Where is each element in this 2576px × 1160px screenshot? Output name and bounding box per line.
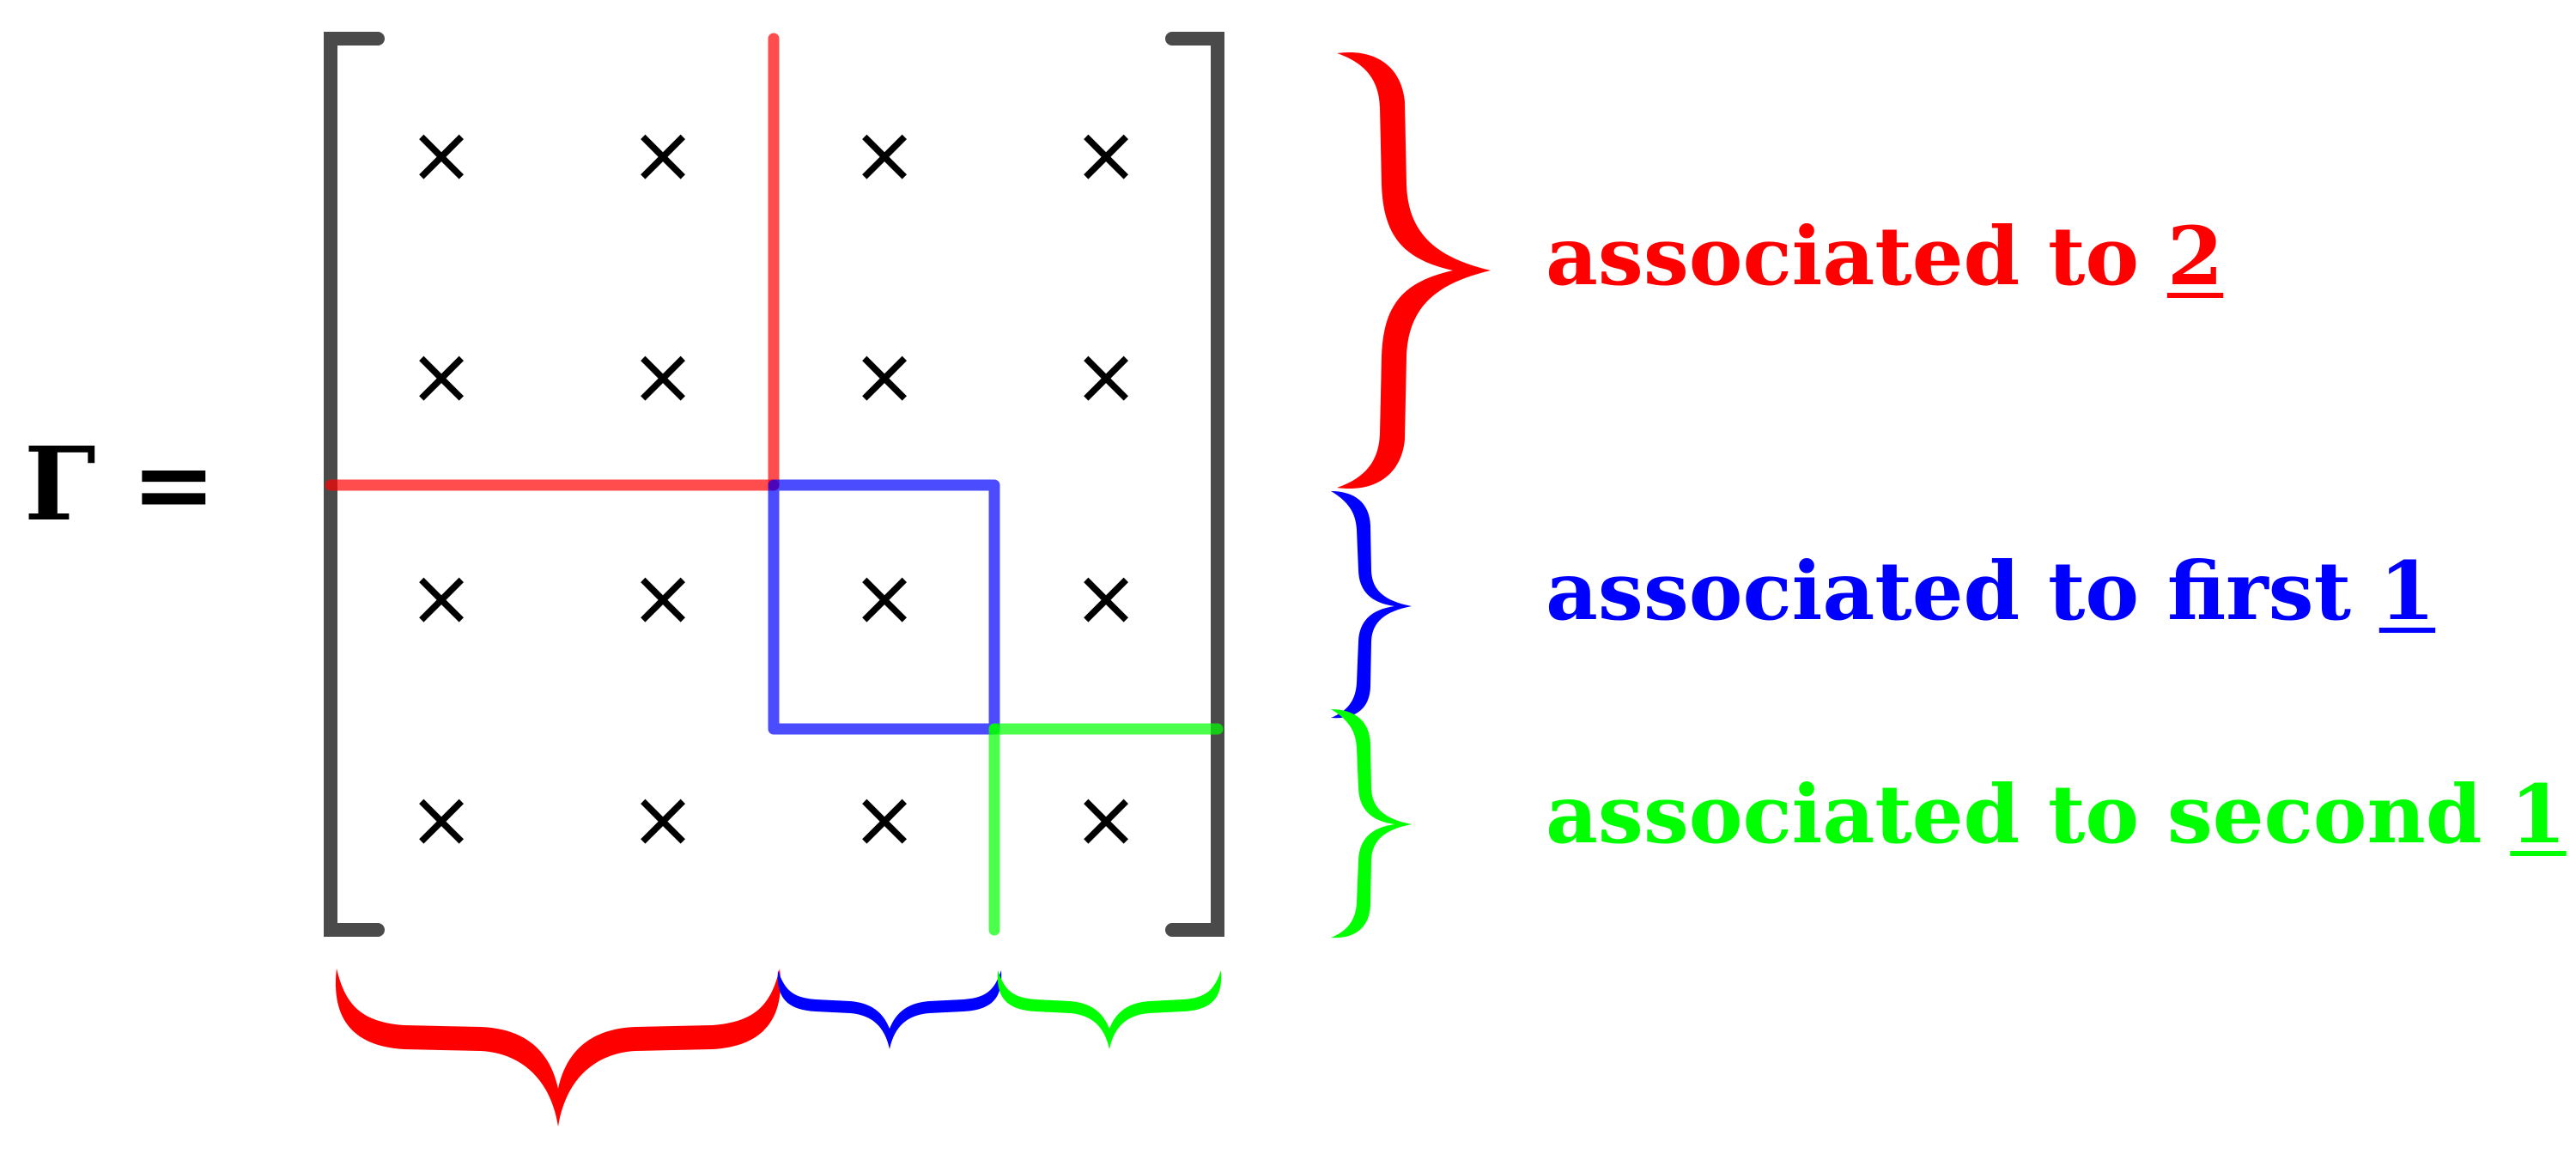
matrix-entry: ×: [629, 774, 696, 865]
matrix-entry: ×: [1072, 331, 1139, 422]
equals-sign: =: [131, 424, 216, 544]
matrix-entry: ×: [629, 109, 696, 201]
matrix-entry: ×: [408, 774, 474, 865]
matrix-entry: ×: [629, 552, 696, 644]
matrix-entry: ×: [1072, 109, 1139, 201]
brace-bottom-blue: [777, 970, 1002, 1049]
matrix-entry: ×: [1072, 774, 1139, 865]
matrix-entry: ×: [408, 552, 474, 644]
matrix-entry: ×: [851, 109, 917, 201]
block-green-boundary: [988, 723, 1224, 936]
annotation-two: associated to 2: [1546, 216, 2223, 297]
matrix-entry: ×: [851, 774, 917, 865]
matrix-entry: ×: [1072, 552, 1139, 644]
annotation-second-one-prefix: associated to second: [1546, 768, 2511, 862]
brace-right-green: [1331, 709, 1412, 938]
annotation-second-one-rep: 1: [2510, 768, 2567, 862]
matrix-entry: ×: [629, 331, 696, 422]
equation-lhs: Γ =: [24, 434, 216, 535]
matrix-bracket-right: [1165, 32, 1224, 937]
annotation-first-one-prefix: associated to first: [1546, 544, 2379, 639]
brace-right-red: [1337, 52, 1491, 489]
annotation-first-one: associated to first 1: [1546, 551, 2435, 632]
brace-bottom-green: [997, 970, 1222, 1049]
gamma-symbol: Γ: [24, 424, 96, 544]
matrix-entry: ×: [851, 331, 917, 422]
brace-right-blue: [1331, 491, 1412, 719]
annotation-second-one: associated to second 1: [1546, 774, 2567, 855]
annotation-two-rep: 2: [2166, 210, 2224, 304]
annotation-first-one-rep: 1: [2379, 544, 2436, 639]
matrix-entries: × × × × × × × × × × × × × × × ×: [408, 109, 1139, 865]
block-blue-boundary: [768, 479, 1000, 735]
matrix-entry: ×: [408, 331, 474, 422]
annotation-two-prefix: associated to: [1546, 210, 2167, 304]
block-red-boundary: [325, 33, 780, 491]
matrix-entry: ×: [408, 109, 474, 201]
matrix-entry: ×: [851, 552, 917, 644]
brace-bottom-red: [335, 969, 781, 1127]
